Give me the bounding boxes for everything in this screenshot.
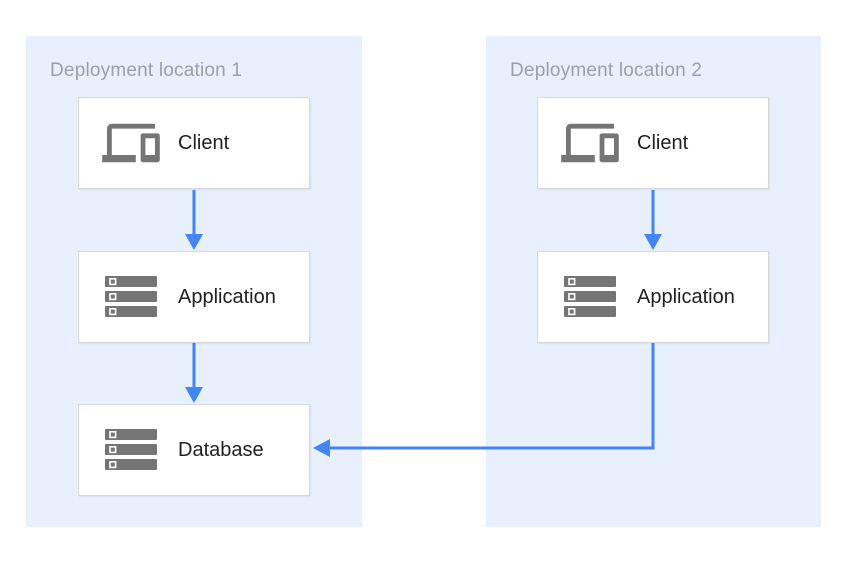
node-label: Client (178, 131, 230, 154)
devices-icon (559, 119, 621, 167)
node-application-2: Application (537, 251, 769, 343)
node-client-2: Client (537, 97, 769, 189)
node-database-1: Database (78, 404, 310, 496)
deployment-location-1-title: Deployment location 1 (50, 60, 243, 81)
node-client-1: Client (78, 97, 310, 189)
server-stack-icon (100, 276, 162, 318)
node-application-1: Application (78, 251, 310, 343)
deployment-location-2-title: Deployment location 2 (510, 60, 703, 81)
server-stack-icon (100, 429, 162, 471)
node-label: Client (637, 131, 689, 154)
node-label: Database (178, 438, 264, 461)
devices-icon (100, 119, 162, 167)
server-stack-icon (559, 276, 621, 318)
node-label: Application (178, 285, 276, 308)
node-label: Application (637, 285, 735, 308)
